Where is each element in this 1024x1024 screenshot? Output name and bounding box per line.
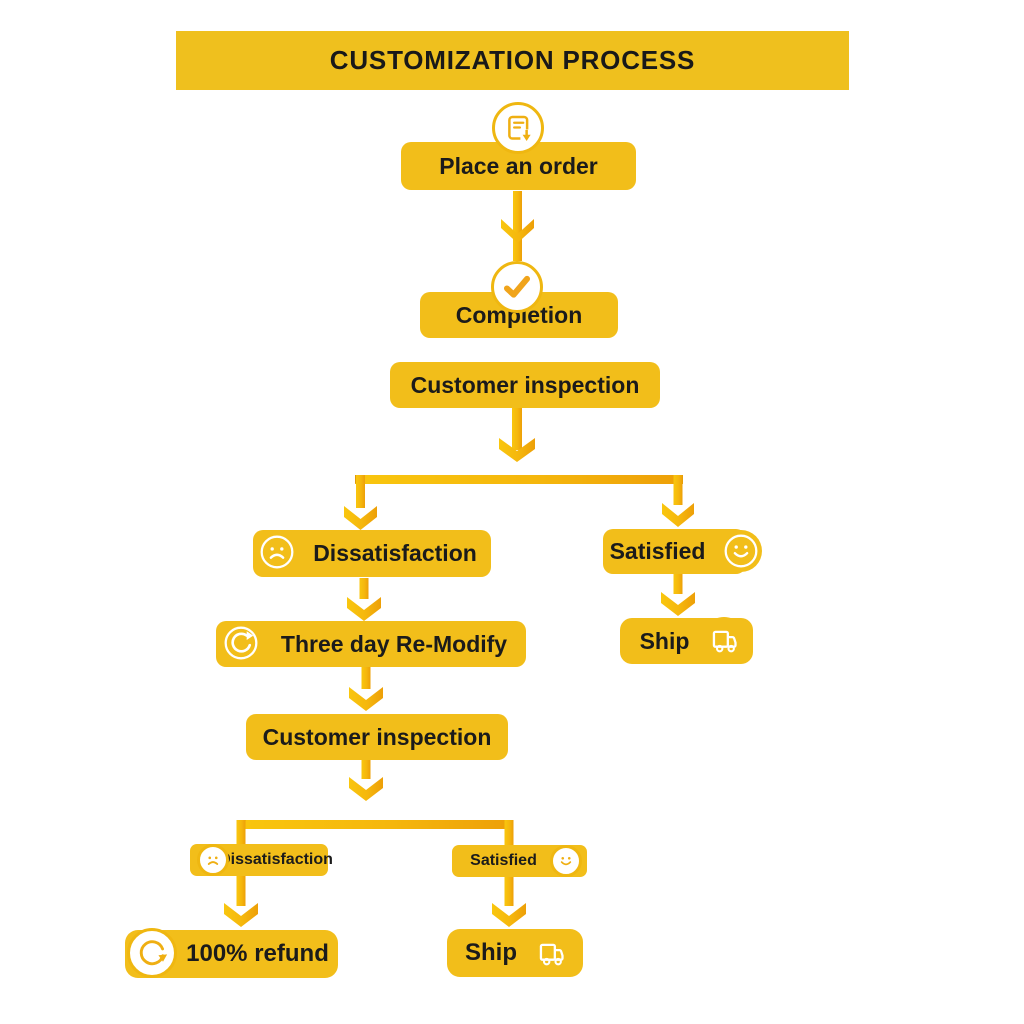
node-customer-inspection-1: Customer inspection bbox=[390, 362, 660, 408]
node-label: Ship bbox=[465, 939, 517, 966]
refresh-arrow-icon bbox=[127, 928, 177, 978]
node-label: Ship bbox=[639, 627, 690, 654]
sad-face-icon bbox=[256, 531, 298, 573]
node-three-day-remodify: Three day Re-Modify bbox=[216, 621, 526, 667]
smiley-face-icon bbox=[720, 530, 762, 572]
order-document-icon bbox=[492, 102, 544, 154]
node-label: Dissatisfaction bbox=[219, 851, 333, 868]
node-customer-inspection-2: Customer inspection bbox=[246, 714, 508, 760]
node-label: Customer inspection bbox=[410, 371, 640, 398]
node-label: Customer inspection bbox=[262, 723, 492, 750]
node-label: Satisfied bbox=[609, 538, 706, 564]
node-label: 100% refund bbox=[186, 940, 329, 967]
sad-face-icon bbox=[197, 844, 229, 876]
node-label: Dissatisfaction bbox=[313, 540, 477, 566]
node-label: Satisfied bbox=[470, 852, 537, 869]
node-label: Three day Re-Modify bbox=[280, 630, 508, 657]
truck-icon bbox=[701, 617, 747, 663]
node-label: Place an order bbox=[439, 152, 598, 179]
truck-icon bbox=[528, 930, 574, 976]
checkmark-icon bbox=[491, 261, 543, 313]
node-satisfied-1: Satisfied bbox=[603, 529, 746, 574]
page-title: CUSTOMIZATION PROCESS bbox=[329, 45, 696, 75]
title-bar: CUSTOMIZATION PROCESS bbox=[176, 31, 849, 90]
smiley-face-icon bbox=[550, 845, 582, 877]
redo-arrow-icon bbox=[220, 622, 262, 664]
